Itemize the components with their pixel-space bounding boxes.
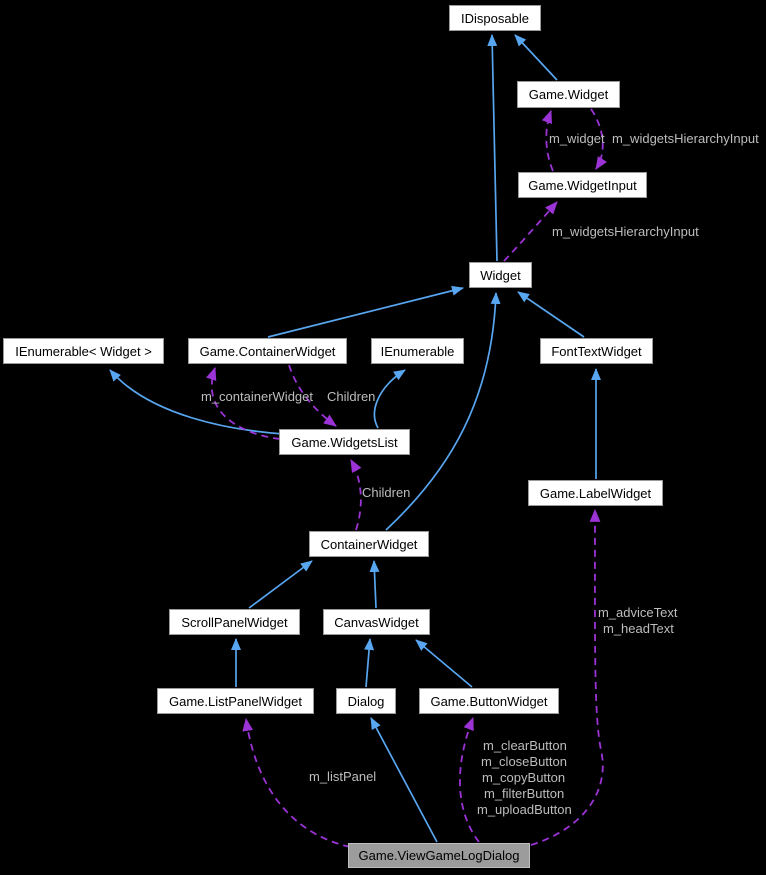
edge-gamewidget-idisposable (514, 34, 558, 81)
edge-label-children-2: Children (362, 485, 411, 500)
edge-gamecontainerwidget-widget (267, 285, 464, 338)
node-game-labelwidget[interactable]: Game.LabelWidget (528, 480, 663, 506)
node-canvaswidget[interactable]: CanvasWidget (323, 609, 430, 635)
edge-buttonwidget-canvaswidget (415, 639, 473, 688)
edge-label-m-advicetext: m_adviceText (598, 605, 678, 620)
edge-label-children: Children (327, 389, 376, 404)
edge-widgetslist-ienumerablewidget (109, 369, 284, 435)
edge-dialog-canvaswidget (364, 638, 375, 688)
edge-fonttextwidget-widget (517, 291, 585, 338)
edge-scrollpanelwidget-containerwidget (248, 560, 313, 609)
node-containerwidget[interactable]: ContainerWidget (309, 531, 429, 557)
edge-label-m-uploadbutton: m_uploadButton (477, 802, 572, 817)
node-fonttextwidget[interactable]: FontTextWidget (540, 338, 653, 364)
edge-widgetslist-ienumerable (373, 369, 406, 429)
node-game-listpanelwidget[interactable]: Game.ListPanelWidget (157, 688, 314, 714)
node-ienumerable-widget[interactable]: IEnumerable< Widget > (3, 338, 164, 364)
edge-containerwidget-widget (385, 292, 501, 531)
edge-label-m-widgetshierarchyinput-2: m_widgetsHierarchyInput (552, 224, 699, 239)
edge-m-advicetext-headtext (530, 508, 604, 846)
node-widget[interactable]: Widget (469, 262, 532, 288)
edge-m-widget (541, 109, 554, 172)
node-game-widgetslist[interactable]: Game.WidgetsList (279, 429, 410, 455)
node-game-viewgamelogdialog[interactable]: Game.ViewGameLogDialog (348, 843, 530, 868)
edge-m-widgetshierarchyinput-top (590, 108, 608, 170)
edge-label-m-copybutton: m_copyButton (482, 770, 566, 785)
edge-children-containerwidget (350, 459, 362, 531)
edge-m-widgetshierarchyinput-widget (503, 201, 558, 262)
node-idisposable[interactable]: IDisposable (449, 5, 541, 31)
edge-label-m-headtext: m_headText (603, 621, 674, 636)
edge-label-m-containerwidget: m_containerWidget (201, 389, 313, 404)
node-ienumerable[interactable]: IEnumerable (371, 338, 464, 364)
edge-children-gamecontainer (288, 364, 337, 427)
node-game-buttonwidget[interactable]: Game.ButtonWidget (419, 688, 559, 714)
edge-label-m-widgetshierarchyinput: m_widgetsHierarchyInput (612, 131, 759, 146)
edge-m-listpanel (242, 717, 351, 848)
node-game-widget[interactable]: Game.Widget (517, 81, 620, 108)
node-game-containerwidget[interactable]: Game.ContainerWidget (188, 338, 347, 364)
edge-viewgamelogdialog-dialog (370, 717, 438, 843)
edge-label-m-listpanel: m_listPanel (309, 769, 377, 784)
node-scrollpanelwidget[interactable]: ScrollPanelWidget (169, 609, 300, 635)
edge-canvaswidget-containerwidget (369, 560, 380, 609)
node-game-widgetinput[interactable]: Game.WidgetInput (518, 172, 647, 198)
edge-label-m-closebutton: m_closeButton (481, 754, 567, 769)
edge-m-buttons (459, 716, 480, 843)
edge-label-m-widget: m_widget (549, 131, 605, 146)
edge-label-m-filterbutton: m_filterButton (484, 786, 565, 801)
edge-label-m-clearbutton: m_clearButton (483, 738, 567, 753)
edge-m-containerwidget (206, 366, 281, 440)
edge-widget-idisposable (487, 34, 498, 262)
node-dialog[interactable]: Dialog (336, 688, 396, 714)
